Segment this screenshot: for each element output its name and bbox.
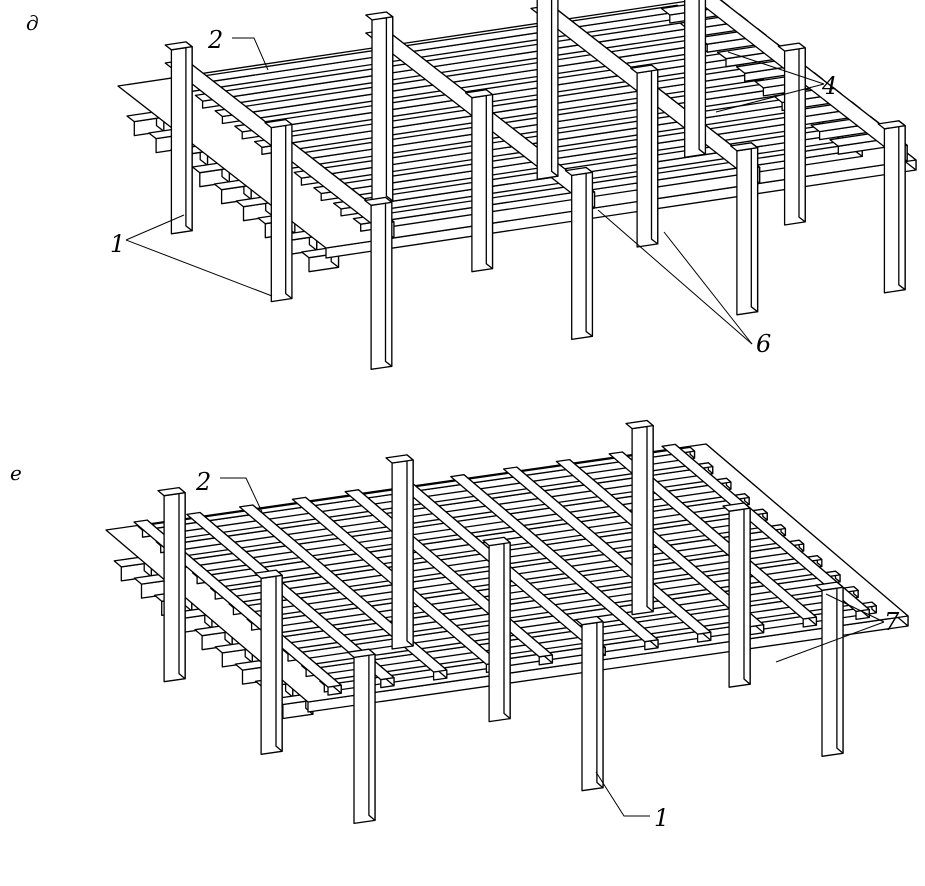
d-column-2-1-top — [564, 166, 594, 177]
label-d-secondary-beams: 4 — [821, 72, 837, 100]
e-column-0-1-side — [406, 454, 414, 647]
d-column-0-0-side — [185, 41, 193, 232]
leader-e-grid-a — [825, 593, 885, 623]
d-column-0-3-side — [698, 0, 707, 155]
label-d-slab: 2 — [207, 26, 223, 54]
panel-e-columns — [157, 419, 844, 825]
panel-d-letter: д — [26, 11, 39, 35]
d-column-1-2-top — [630, 64, 659, 74]
e-column-1-0-top — [254, 569, 283, 579]
e-column-2-0-side — [368, 648, 376, 822]
leader-e-slab — [220, 477, 263, 513]
label-e-column: 1 — [654, 804, 669, 832]
d-column-0-0-top — [164, 41, 193, 51]
leader-d-columns-a — [125, 214, 185, 241]
e-gridbeam-v-10-top — [661, 443, 870, 613]
e-gridbeam-v-8-top — [555, 458, 765, 628]
e-column-2-1-top — [575, 615, 604, 626]
d-column-1-2-side — [650, 64, 659, 245]
panel-d-floor-framing: д 2 1 4 6 — [26, 0, 917, 370]
e-column-2-1-side — [596, 615, 604, 789]
panel-d-columns — [164, 0, 906, 370]
leader-d-sec-b — [715, 83, 825, 113]
d-column-2-1-side — [585, 166, 594, 337]
d-column-1-1-top — [464, 89, 494, 99]
e-column-1-0-side — [275, 569, 283, 752]
e-column-1-2-side — [743, 502, 751, 685]
d-column-1-0-side — [285, 118, 293, 300]
e-column-0-0-top — [157, 486, 186, 497]
e-column-1-1-side — [503, 536, 511, 720]
d-column-2-3-top — [877, 120, 906, 130]
d-column-1-3-top — [777, 42, 806, 52]
leader-d-columns-b — [125, 239, 273, 297]
d-column-2-2-side — [750, 142, 759, 313]
d-column-1-1-side — [485, 89, 494, 270]
leader-d-main-a — [597, 209, 753, 345]
e-column-0-2-top — [625, 419, 654, 430]
d-column-1-0-top — [264, 118, 293, 129]
leader-d-slab — [232, 37, 269, 71]
label-e-grid-beams: 7 — [884, 608, 900, 636]
leader-e-grid-b — [775, 621, 885, 663]
e-column-0-2-side — [646, 419, 654, 613]
e-column-2-2-top — [815, 581, 844, 591]
e-column-2-0-top — [347, 648, 376, 659]
panel-e-letter: е — [10, 461, 22, 485]
d-column-0-2-side — [550, 0, 559, 177]
panel-e-floor-framing: е 2 7 1 — [10, 419, 909, 832]
e-gridbeam-v-1-top — [186, 511, 395, 681]
leader-d-sec-a — [727, 51, 825, 85]
leader-d-main-b — [663, 231, 753, 345]
d-column-2-3-side — [898, 120, 906, 291]
d-column-1-3-side — [798, 42, 806, 223]
e-column-1-2-top — [722, 502, 751, 512]
label-d-main-beams: 6 — [756, 330, 771, 358]
e-column-2-2-side — [836, 581, 844, 754]
label-e-slab: 2 — [195, 468, 211, 496]
e-gridbeam-v-6-top — [450, 474, 659, 643]
d-column-2-0-side — [384, 196, 393, 367]
d-column-0-1-side — [385, 11, 394, 202]
leader-e-column — [595, 771, 650, 817]
d-column-2-0-top — [364, 196, 393, 206]
e-column-1-1-top — [482, 536, 511, 547]
e-column-0-1-top — [385, 454, 414, 464]
d-column-2-2-top — [730, 142, 759, 152]
e-column-0-0-side — [178, 486, 186, 680]
d-column-0-1-top — [365, 11, 394, 21]
label-d-columns: 1 — [110, 230, 125, 258]
